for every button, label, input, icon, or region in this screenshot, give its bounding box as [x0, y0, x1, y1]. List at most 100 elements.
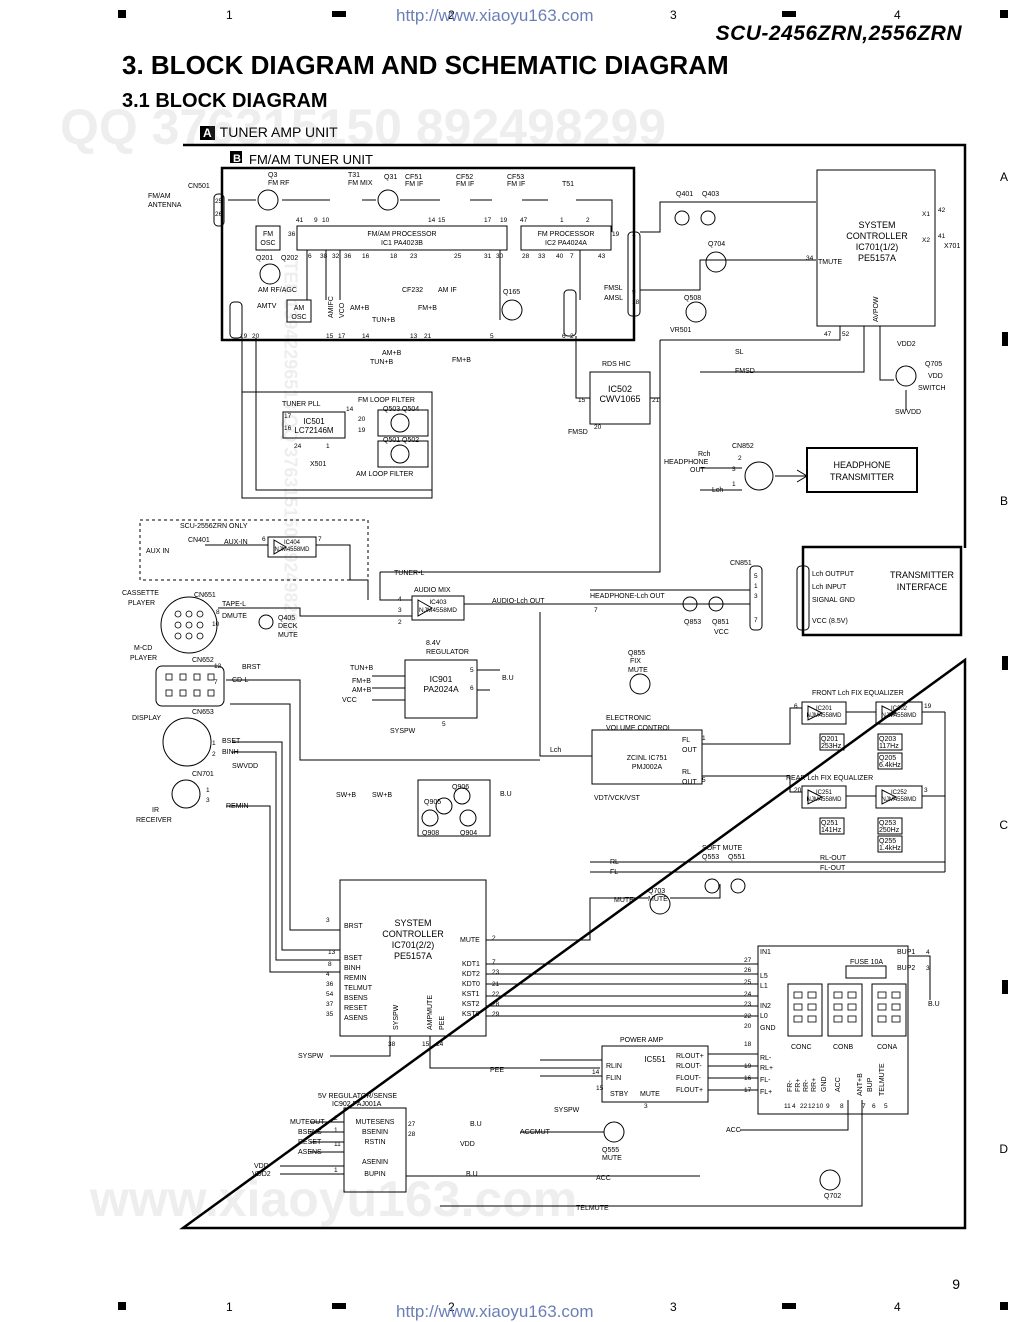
diagram-label: Q555: [602, 1147, 619, 1154]
diagram-label: RDS HIC: [602, 361, 631, 368]
cn852-jack: [744, 461, 774, 491]
pin-number: 12: [214, 663, 222, 670]
q401-transistor: [674, 210, 690, 226]
conb: [827, 983, 863, 1037]
pin-number: 40: [556, 253, 564, 260]
diagram-label: Q703: [648, 888, 665, 895]
regulator-lines: [372, 669, 500, 701]
pin-number: 7: [594, 607, 598, 614]
diagram-label: 253Hz: [821, 743, 842, 750]
pin-number: 10: [816, 1103, 824, 1110]
diagram-label: VDD: [928, 373, 943, 380]
diagram-label: AM+B: [382, 350, 402, 357]
cn-tuner-out: [627, 231, 641, 317]
am-loop-filter: [377, 440, 429, 468]
diagram-label: ANTENNA: [148, 202, 182, 209]
diagram-label: ASENS: [344, 1015, 368, 1022]
amp-ic404: [273, 539, 287, 555]
diagram-label: Q508: [684, 295, 701, 302]
diagram-label: Q201: [256, 255, 273, 262]
diagram-label: VDD: [254, 1163, 269, 1170]
diagram-label: Q165: [503, 289, 520, 296]
diagram-label: CF51: [405, 174, 422, 181]
cn-tx: [796, 565, 810, 631]
diagram-label: CF53: [507, 174, 524, 181]
pin-number: 22: [492, 991, 500, 998]
diagram-label: SYSPW: [554, 1107, 580, 1114]
pin-number: 25: [215, 198, 223, 205]
diagram-label: M-CD: [134, 645, 152, 652]
diagram-label: ACC: [835, 1077, 842, 1092]
diagram-label: RESET: [344, 1005, 368, 1012]
block-sys_ctrl1: PE5157A: [858, 253, 896, 263]
diagram-label: Q853: [684, 619, 701, 626]
pin-number: 34: [806, 255, 814, 262]
pin-number: 5: [470, 667, 474, 674]
lch-line: [539, 612, 592, 757]
diagram-label: B.U: [470, 1121, 482, 1128]
cona-pins: [877, 991, 901, 1023]
row-letter: A: [999, 170, 1008, 184]
source-url[interactable]: http://www.xiaoyu163.com: [396, 1302, 594, 1321]
headphone-transmitter: [806, 447, 918, 493]
diagram-label: Q904: [460, 830, 477, 837]
block-fm_proc2: FM PROCESSOR: [538, 231, 595, 238]
register-mark: [118, 1302, 126, 1310]
diagram-label: RLIN: [606, 1063, 622, 1070]
block-am_osc: AM: [294, 305, 305, 312]
pin-number: 17: [284, 413, 292, 420]
diagram-label: REMIN: [344, 975, 367, 982]
diagram-label: Q201: [821, 736, 838, 743]
pin-number: 6: [872, 1103, 876, 1110]
unit-b-tag-box: [230, 151, 242, 163]
diagram-label: VCC: [714, 629, 729, 636]
kdt-lines: [486, 963, 758, 1017]
diagram-label: KDT2: [462, 971, 480, 978]
soft-mute-lines: [590, 712, 946, 873]
block-fm_proc2: IC2 PA4024A: [545, 240, 587, 247]
diagram-label: VOLUME CONTROL: [606, 725, 672, 732]
column-number: 1: [226, 8, 233, 22]
diagram-label: TUNER PLL: [282, 401, 321, 408]
q31-transistor: [377, 189, 399, 211]
diagram-label: CN651: [194, 592, 216, 599]
diagram-label: FLIN: [606, 1075, 621, 1082]
rds-lines: [575, 336, 660, 399]
power-amp-ic551: [601, 1045, 709, 1103]
source-url[interactable]: http://www.xiaoyu163.com: [396, 6, 594, 25]
diagram-label: BINH: [344, 965, 361, 972]
pin-number: 14: [346, 406, 354, 413]
pin-number: 5: [490, 333, 494, 340]
pin-number: 27: [408, 1121, 416, 1128]
pin-number: 7: [754, 617, 758, 624]
fl-out-line: [702, 707, 945, 745]
syspw-line: [330, 1036, 600, 1069]
pin-number: 10: [212, 621, 220, 628]
diagram-label: DECK: [278, 623, 298, 630]
diagram-label: CN401: [188, 537, 210, 544]
pin-number: 7: [318, 536, 322, 543]
column-number: 1: [226, 1300, 233, 1314]
diagram-label: AVPOW: [873, 296, 880, 322]
pin-number: 35: [326, 1011, 334, 1018]
diagram-label: Q905: [424, 799, 441, 806]
diagram-label: FM+B: [452, 357, 471, 364]
diagram-label: Q908: [422, 830, 439, 837]
vdd-switch: [879, 326, 907, 410]
connector-block: [757, 945, 909, 1115]
diagram-label: BRST: [242, 664, 261, 671]
q906-transistor: [453, 787, 471, 805]
diagram-label: RR+: [811, 1078, 818, 1092]
diagram-label: Rch: [698, 451, 711, 458]
diagram-label: CONA: [877, 1044, 898, 1051]
pin-number: 4: [926, 949, 930, 956]
pin-number: 36: [344, 253, 352, 260]
mute-line: [486, 884, 721, 941]
diagram-label: MUTE: [278, 632, 298, 639]
diagram-label: DISPLAY: [132, 715, 161, 722]
diagram-label: PLAYER: [130, 655, 157, 662]
diagram-label: ELECTRONIC: [606, 715, 651, 722]
diagram-label: Q855: [628, 650, 645, 657]
pin-number: 3: [398, 607, 402, 614]
pin-number: 30: [496, 253, 504, 260]
